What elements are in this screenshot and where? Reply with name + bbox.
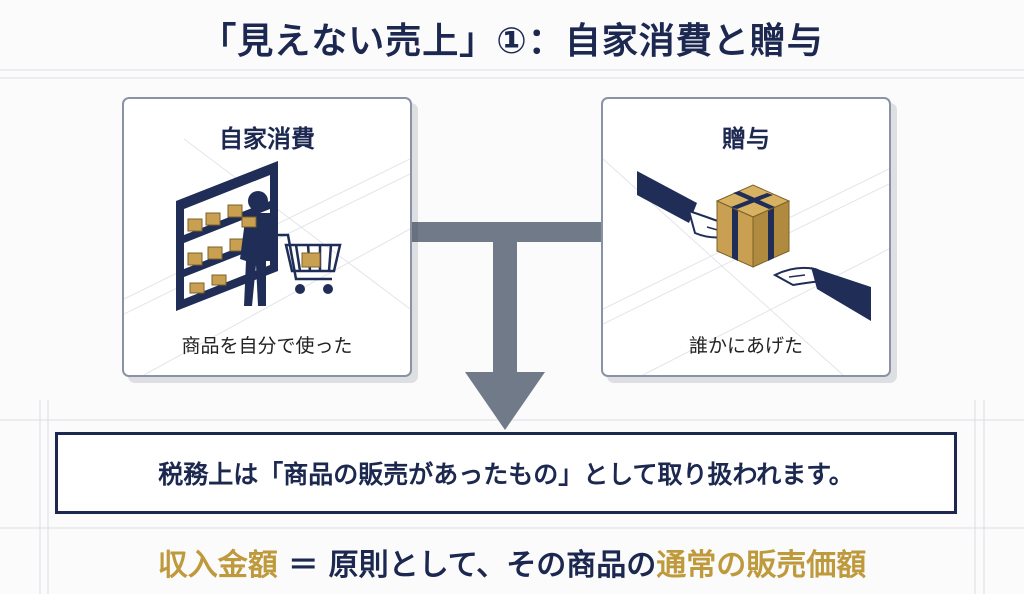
person-with-shelf-icon	[176, 161, 278, 311]
income-rule: 収入金額 ＝ 原則として、その商品の通常の販売価額	[0, 540, 1024, 584]
shopping-cart-icon	[276, 233, 342, 294]
gift-box-icon	[715, 184, 791, 268]
card-caption-self-consumption: 商品を自分で使った	[181, 335, 353, 357]
card-decor-lines	[124, 138, 410, 375]
income-equals-text: ＝ 原則として、その商品の	[277, 548, 657, 583]
card-gift: 贈与 誰かにあげた	[601, 97, 891, 377]
income-label: 収入金額	[157, 548, 278, 583]
card-self-consumption: 自家消費 商品を	[122, 97, 412, 377]
normal-price-highlight: 通常の販売価額	[656, 548, 867, 583]
result-text: 税務上は「商品の販売があったもの」として取り扱われます。	[158, 460, 854, 489]
card-caption-gift: 誰かにあげた	[688, 335, 803, 357]
card-title-gift: 贈与	[722, 125, 770, 153]
page-title: 「見えない売上」①：自家消費と贈与	[200, 21, 824, 62]
receiving-hand-icon	[772, 266, 871, 321]
result-box: 税務上は「商品の販売があったもの」として取り扱われます。	[55, 432, 957, 514]
card-title-self-consumption: 自家消費	[219, 125, 315, 153]
